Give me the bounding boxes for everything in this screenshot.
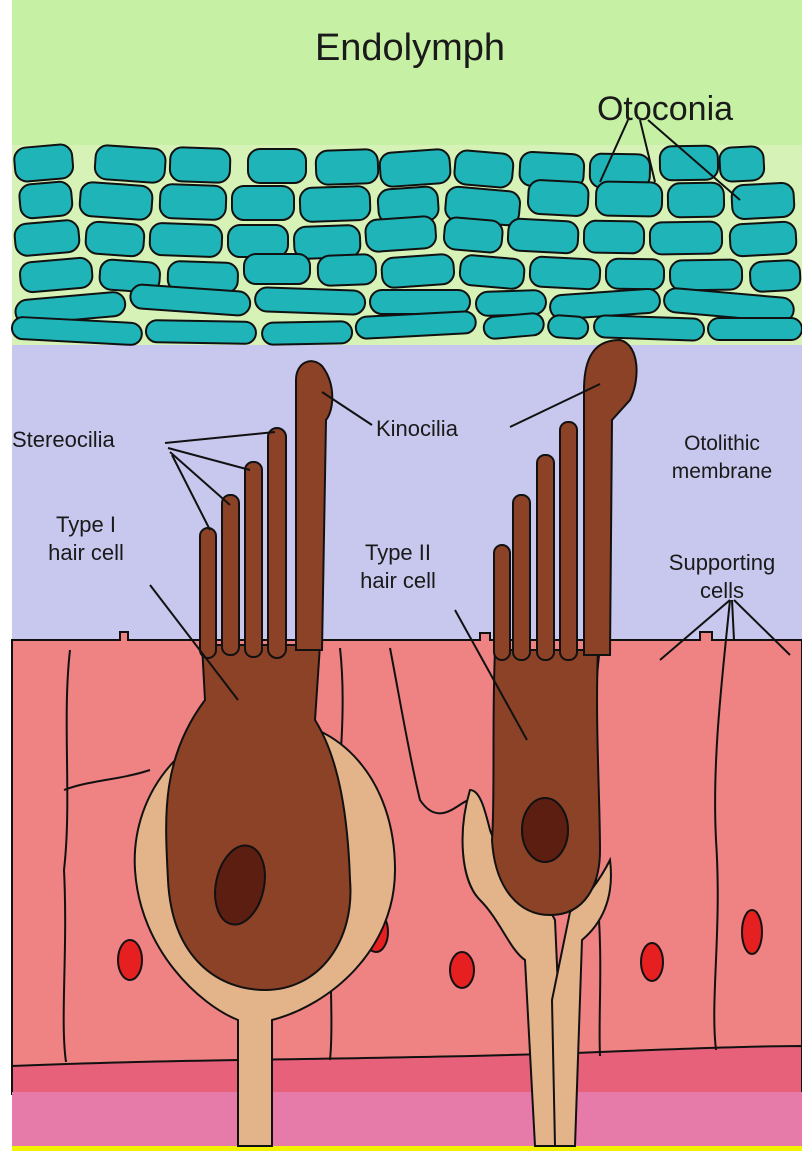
otoconia-crystal bbox=[529, 256, 600, 290]
otoconia-crystal bbox=[317, 254, 376, 286]
otoconia-crystal bbox=[476, 290, 547, 316]
label-endolymph: Endolymph bbox=[315, 27, 505, 69]
supporting-nucleus bbox=[118, 940, 142, 980]
label-stereocilia: Stereocilia bbox=[12, 427, 115, 452]
type-2-nucleus bbox=[522, 798, 568, 862]
otoconia-crystal bbox=[13, 144, 74, 183]
otoconia-crystal bbox=[146, 320, 256, 344]
otoconia-crystal bbox=[379, 149, 451, 188]
stereocilium bbox=[222, 495, 239, 655]
otoconia-crystal bbox=[527, 179, 589, 216]
supporting-nucleus bbox=[742, 910, 762, 954]
otoconia-crystal bbox=[719, 146, 765, 182]
epithelium-region bbox=[12, 632, 802, 1080]
otoconia-crystal bbox=[149, 223, 222, 257]
label-type2-line2: hair cell bbox=[360, 568, 436, 593]
otoconia-crystal bbox=[255, 287, 366, 315]
otoconia-crystal bbox=[94, 145, 166, 184]
otoconia-crystal bbox=[248, 149, 306, 183]
otoconia-crystal bbox=[79, 182, 153, 221]
otoconia-crystal bbox=[232, 186, 294, 220]
otolithic-membrane-region bbox=[12, 345, 802, 640]
label-type1-line1: Type I bbox=[56, 512, 116, 537]
bottom-line bbox=[12, 1146, 802, 1151]
stereocilium bbox=[494, 545, 510, 660]
otoconia-crystal bbox=[228, 225, 288, 257]
supporting-nucleus bbox=[450, 952, 474, 988]
otoconia-crystal bbox=[507, 218, 579, 254]
otoconia-crystal bbox=[660, 145, 719, 180]
otoconia-crystal bbox=[159, 184, 226, 220]
otoconia-crystal bbox=[668, 183, 725, 218]
otoconia-crystal bbox=[18, 181, 73, 219]
otoconia-crystal bbox=[14, 219, 81, 256]
otoconia-crystal bbox=[19, 257, 93, 293]
stereocilium bbox=[200, 528, 216, 658]
otoconia-crystal bbox=[650, 221, 723, 254]
otoconia-crystal bbox=[453, 150, 514, 189]
left-margin bbox=[0, 0, 12, 1155]
stereocilium bbox=[537, 455, 554, 660]
otoconia-crystal bbox=[708, 318, 802, 340]
otoconia-crystal bbox=[584, 220, 645, 253]
otoconia-crystal bbox=[315, 149, 378, 185]
otoconia-crystal bbox=[729, 221, 797, 256]
otoconia-crystal bbox=[299, 186, 370, 222]
otoconia-crystal bbox=[731, 182, 795, 219]
bottom-band bbox=[12, 1092, 802, 1146]
otoconia-crystal bbox=[670, 259, 743, 290]
label-kinocilia: Kinocilia bbox=[376, 416, 459, 441]
label-otolithic-line2: membrane bbox=[672, 460, 772, 483]
otoconia-crystal bbox=[262, 321, 352, 345]
otoconia-crystal bbox=[547, 315, 588, 340]
otoconia-crystal bbox=[483, 312, 545, 339]
otoconia-crystal bbox=[594, 315, 705, 341]
label-otolithic-line1: Otolithic bbox=[684, 432, 760, 455]
label-supporting-line1: Supporting bbox=[669, 550, 775, 575]
type-2-cell-body bbox=[492, 650, 600, 915]
otoconia-crystal bbox=[606, 258, 665, 289]
otoconia-crystal bbox=[169, 147, 230, 183]
otoconia-crystal bbox=[443, 217, 504, 254]
stereocilium bbox=[245, 462, 262, 657]
otoconia-crystal bbox=[244, 254, 310, 284]
otoconia-crystal bbox=[365, 216, 437, 253]
label-type1-line2: hair cell bbox=[48, 540, 124, 565]
stereocilium bbox=[513, 495, 530, 660]
otoconia-crystal bbox=[459, 254, 525, 289]
otoconia-crystal bbox=[749, 260, 801, 293]
stereocilium bbox=[268, 428, 286, 658]
otoconia-crystal bbox=[596, 181, 663, 216]
supporting-nucleus bbox=[641, 943, 663, 981]
otoconia-crystal bbox=[381, 254, 455, 289]
otoconia-crystal bbox=[85, 221, 145, 257]
stereocilium bbox=[560, 422, 577, 660]
label-otoconia: Otoconia bbox=[597, 90, 733, 128]
label-supporting-line2: cells bbox=[700, 578, 744, 603]
label-type2-line1: Type II bbox=[365, 540, 431, 565]
otoconia-crystal bbox=[370, 290, 470, 314]
